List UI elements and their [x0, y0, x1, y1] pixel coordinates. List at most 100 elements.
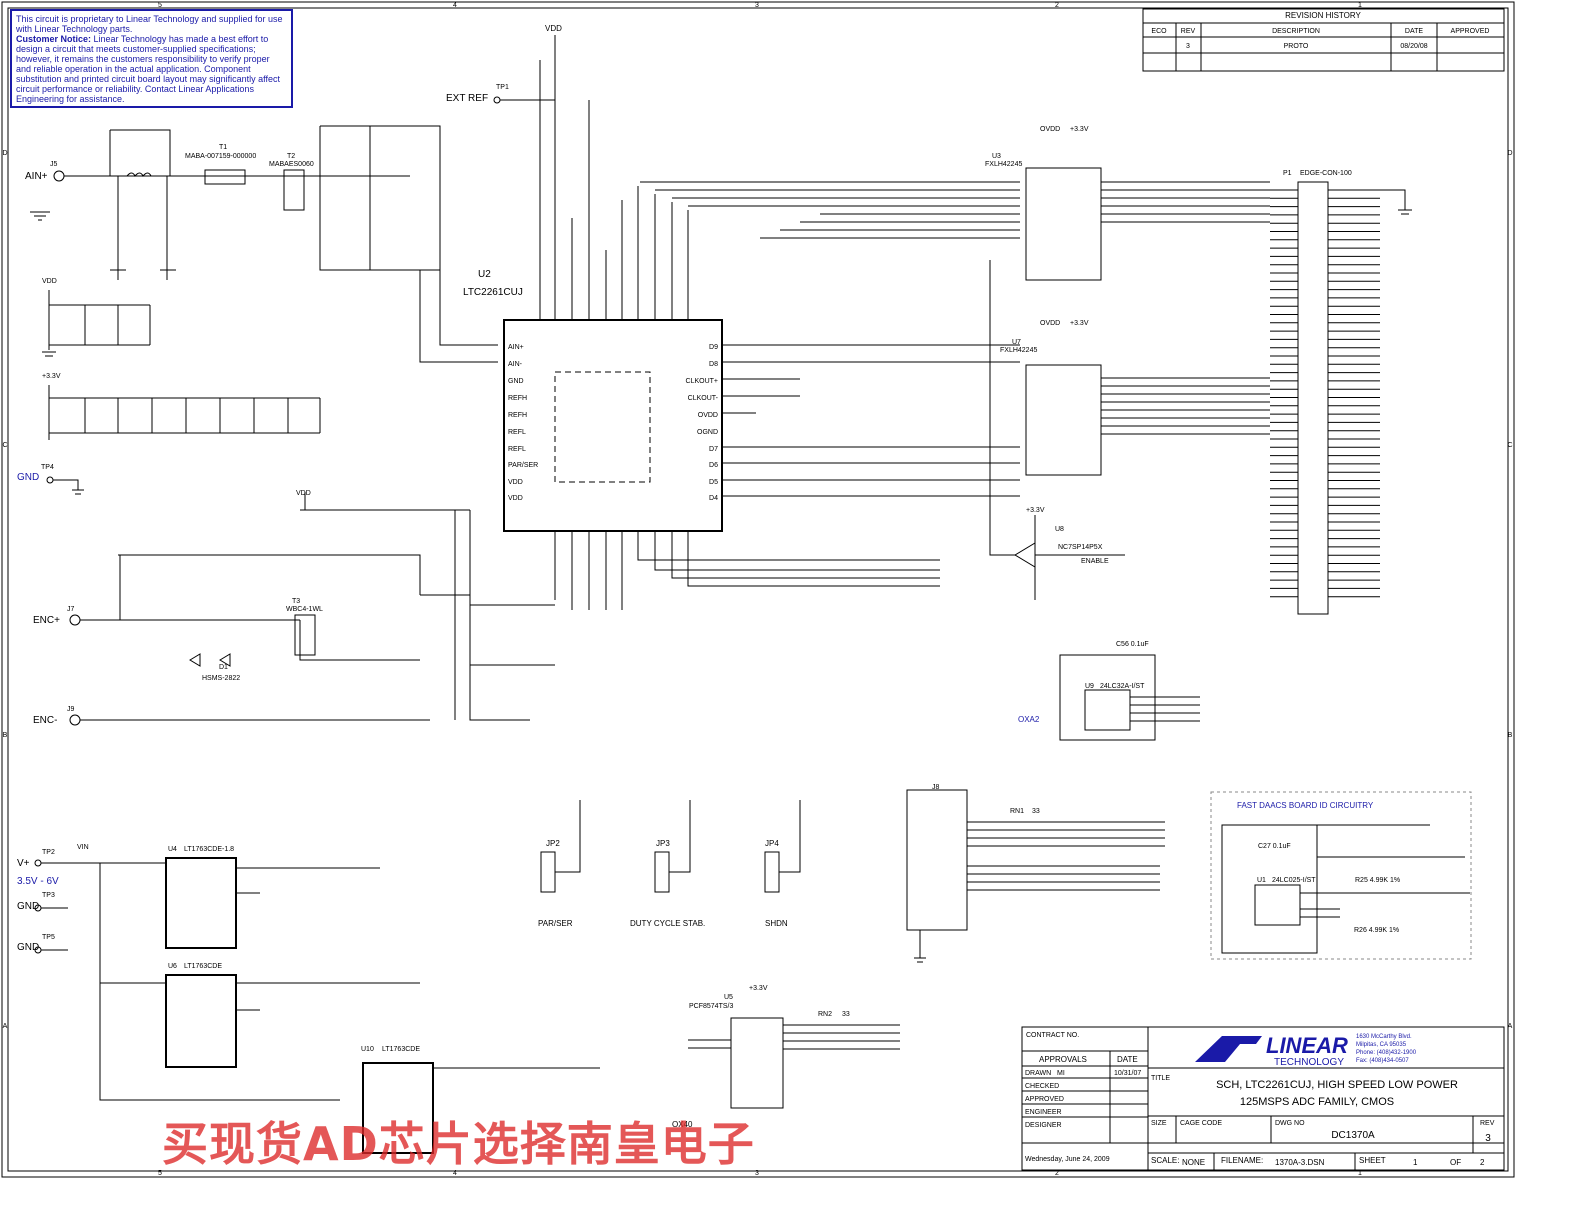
u1-ref: U1 — [1257, 877, 1266, 884]
svg-text:REFH: REFH — [508, 395, 527, 402]
jp3-ref: JP3 — [656, 839, 670, 848]
ground-symbols-input — [30, 211, 176, 271]
rev-row-description: PROTO — [1284, 43, 1309, 50]
r25-label: R25 4.99K 1% — [1355, 877, 1400, 884]
gnd-label-tp5: GND — [17, 942, 39, 953]
enc-plus-label: ENC+ — [33, 615, 60, 626]
jp2-ref: JP2 — [546, 839, 560, 848]
c27-label: C27 0.1uF — [1258, 843, 1291, 850]
jumper-jp2[interactable]: JP2 PAR/SER — [538, 800, 581, 928]
zone-row-B: B — [1508, 732, 1513, 739]
ain-label: AIN+ — [25, 171, 48, 182]
svg-text:AIN+: AIN+ — [508, 344, 524, 351]
u10-ref: U10 — [361, 1046, 374, 1053]
ox40-label: OX40 — [672, 1120, 693, 1129]
zone-row-B: B — [3, 732, 8, 739]
svg-text:D5: D5 — [709, 479, 718, 486]
d1-part: HSMS-2822 — [202, 675, 240, 682]
u8-part: NC7SP14P5X — [1058, 544, 1103, 551]
vrange-label: 3.5V - 6V — [17, 876, 59, 887]
zone-col-5: 5 — [158, 1170, 162, 1177]
address-4: Fax: (408)434-0507 — [1356, 1058, 1409, 1064]
zone-col-1: 1 — [1358, 2, 1362, 9]
u5-ref: U5 — [724, 994, 733, 1001]
t1-part: MABA-007159-000000 — [185, 153, 256, 160]
watermark-overlay: 买现货AD芯片选择南皇电子 — [162, 1117, 755, 1171]
address-1: 1630 McCarthy Blvd. — [1356, 1034, 1412, 1040]
u3-ovdd: OVDD — [1040, 126, 1060, 133]
enc-minus-label: ENC- — [33, 715, 57, 726]
connector-j7-symbol — [69, 614, 81, 626]
level-shifter-u3: U3 FXLH42245 OVDD +3.3V — [640, 126, 1270, 281]
level-shifter-u7: U7 FXLH42245 OVDD +3.3V — [1000, 320, 1270, 476]
t2-ref: T2 — [287, 153, 295, 160]
rev-col-date: DATE — [1405, 28, 1423, 35]
u2-exposed-pad — [554, 371, 651, 483]
scale-value: NONE — [1182, 1158, 1205, 1167]
footer-date: Wednesday, June 24, 2009 — [1025, 1156, 1110, 1163]
u3-3v3: +3.3V — [1070, 126, 1089, 133]
t1-ref: T1 — [219, 144, 227, 151]
engineer-label: ENGINEER — [1025, 1109, 1062, 1116]
p1-pin-lines — [1270, 189, 1380, 598]
rn1-value: 33 — [1032, 808, 1040, 815]
svg-text:D9: D9 — [709, 344, 718, 351]
gnd-testpoint: GND TP4 — [17, 464, 84, 495]
u7-ref: U7 — [1012, 339, 1021, 346]
ext-ref-label: EXT REF — [446, 93, 488, 104]
rev-col-eco: ECO — [1151, 28, 1167, 35]
gnd-label-tp4: GND — [17, 472, 39, 483]
svg-text:PAR/SER: PAR/SER — [508, 462, 538, 469]
scale-label: SCALE: — [1151, 1156, 1179, 1165]
cage-label: CAGE CODE — [1180, 1120, 1222, 1127]
designer-label: DESIGNER — [1025, 1122, 1062, 1129]
svg-text:OVDD: OVDD — [698, 412, 718, 419]
dwg-label: DWG NO — [1275, 1120, 1305, 1127]
transformer-t3-symbol — [294, 614, 316, 656]
power-supply-section: V+ 3.5V - 6V TP2 GND TP3 GND TP5 VIN U4 … — [17, 844, 600, 1154]
u3-ref: U3 — [992, 153, 1001, 160]
title-label: TITLE — [1151, 1075, 1170, 1082]
drawn-label: DRAWN — [1025, 1070, 1051, 1077]
approved-label: APPROVED — [1025, 1096, 1064, 1103]
r26-label: R26 4.99K 1% — [1354, 927, 1399, 934]
drawn-by: MI — [1057, 1070, 1065, 1077]
svg-text:CLKOUT+: CLKOUT+ — [686, 378, 718, 385]
fast-daacs-title: FAST DAACS BOARD ID CIRCUITRY — [1237, 801, 1374, 810]
edge-connector-p1: P1 EDGE-CON-100 — [1270, 170, 1412, 615]
rev-col-approved: APPROVED — [1451, 28, 1490, 35]
u7-ovdd: OVDD — [1040, 320, 1060, 327]
jumper-jp4[interactable]: JP4 SHDN — [764, 800, 801, 928]
size-label: SIZE — [1151, 1120, 1167, 1127]
frame-outer — [1, 1, 1515, 1178]
zone-col-3: 3 — [755, 2, 759, 9]
jumper-jp3[interactable]: JP3 DUTY CYCLE STAB. — [630, 800, 705, 928]
p1-part: EDGE-CON-100 — [1300, 170, 1352, 177]
u8-ref: U8 — [1055, 526, 1064, 533]
u4-part: LT1763CDE-1.8 — [184, 846, 234, 853]
vdd-bank-label: VDD — [42, 278, 57, 285]
tp1-label: TP1 — [496, 84, 509, 91]
rev-col-description: DESCRIPTION — [1272, 28, 1320, 35]
checked-label: CHECKED — [1025, 1083, 1059, 1090]
svg-text:D6: D6 — [709, 462, 718, 469]
zone-col-3: 3 — [755, 1170, 759, 1177]
u1-part: 24LC025-I/ST — [1272, 877, 1316, 884]
vdd-reference: VDD TP1 EXT REF — [446, 24, 562, 104]
connector-j8: J8 RN1 33 — [906, 784, 1165, 963]
u9-ref: U9 — [1085, 683, 1094, 690]
u4-ref: U4 — [168, 846, 177, 853]
address-3: Phone: (408)432-1900 — [1356, 1050, 1417, 1056]
u4-body — [165, 857, 237, 949]
svg-text:OGND: OGND — [697, 429, 718, 436]
revision-title: REVISION HISTORY — [1285, 11, 1361, 20]
rn2-ref: RN2 — [818, 1011, 832, 1018]
zone-row-C: C — [1507, 442, 1512, 449]
decoupling-bank-3v3: +3.3V — [42, 373, 321, 440]
v33-bank-label: +3.3V — [42, 373, 61, 380]
filename-label: FILENAME: — [1221, 1156, 1263, 1165]
u5-part: PCF8574TS/3 — [689, 1003, 733, 1010]
oxa2-label: OXA2 — [1018, 715, 1040, 724]
